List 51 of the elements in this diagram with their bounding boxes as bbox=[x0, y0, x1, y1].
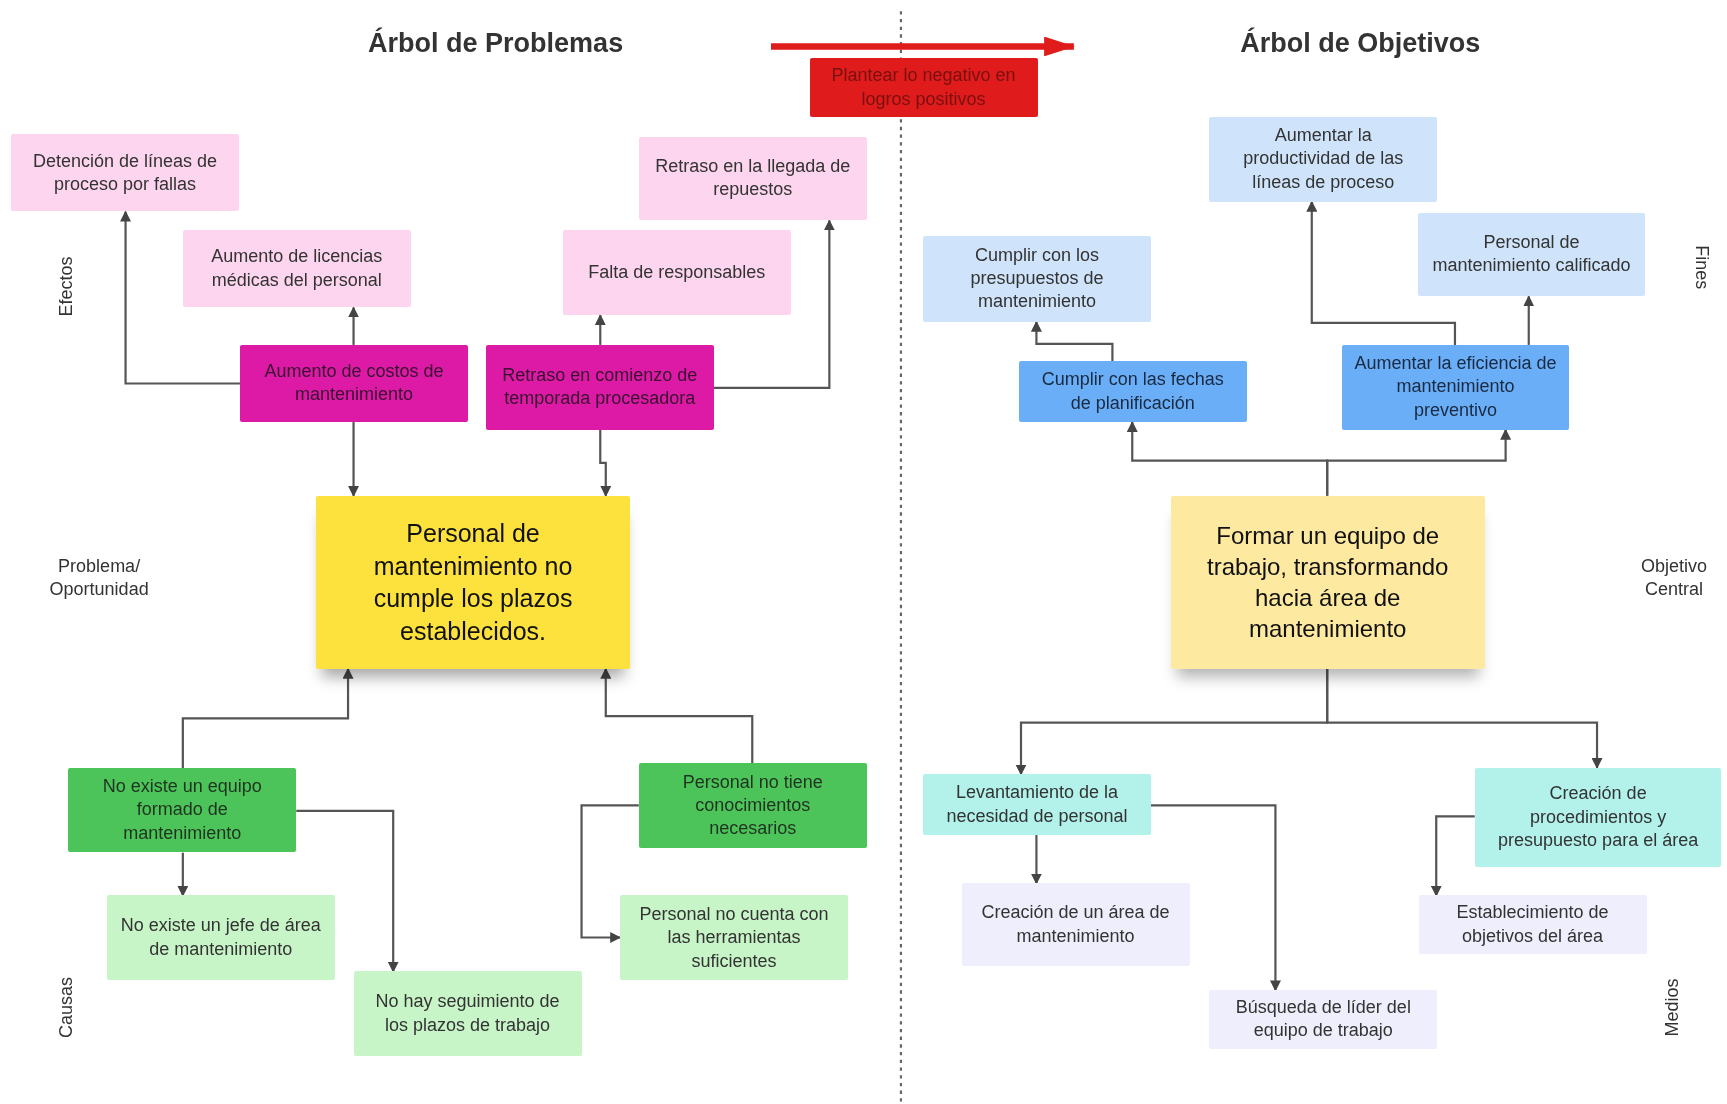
arrow bbox=[348, 422, 360, 497]
section-label: Objetivo Central bbox=[1640, 554, 1709, 602]
heading: Árbol de Problemas bbox=[367, 26, 625, 61]
arrow bbox=[1030, 320, 1114, 362]
arrow bbox=[600, 667, 754, 764]
arrow bbox=[177, 852, 189, 897]
text-box: Retraso en comienzo de temporada procesadora bbox=[485, 344, 714, 430]
text-box: No existe un equipo formado de mantenimiento bbox=[68, 767, 297, 853]
text-box: Aumento de licencias médicas del personal bbox=[182, 230, 411, 308]
arrow bbox=[181, 667, 354, 768]
text-box: Personal de mantenimiento calificado bbox=[1417, 212, 1646, 297]
text-box: Formar un equipo de trabajo, transformando hacia área de mantenimiento bbox=[1170, 495, 1485, 669]
text-box: Establecimiento de objetivos del área bbox=[1418, 895, 1647, 954]
text-box: No hay seguimiento de los plazos de trabajo bbox=[353, 971, 582, 1057]
arrow bbox=[599, 429, 612, 497]
text-box: Creación de un área de mantenimiento bbox=[961, 883, 1190, 966]
text-box: Personal no tiene conocimientos necesarios bbox=[638, 763, 867, 849]
text-box: Personal no cuenta con las herramientas suficientes bbox=[620, 895, 849, 981]
section-label: Fines bbox=[1691, 244, 1714, 292]
text-box: Plantear lo negativo en logros positivos bbox=[809, 58, 1038, 117]
text-box: Detención de líneas de proceso por fallas bbox=[11, 134, 239, 212]
text-box: Aumentar la productividad de las líneas de proceso bbox=[1209, 116, 1438, 202]
arrow bbox=[296, 809, 399, 973]
arrow bbox=[713, 219, 835, 389]
arrow bbox=[1150, 804, 1281, 992]
arrow bbox=[1326, 668, 1603, 769]
section-label: Efectos bbox=[54, 255, 77, 319]
text-box: Cumplir con los presupuestos de mantenimiento bbox=[922, 235, 1151, 322]
arrow bbox=[348, 306, 360, 345]
text-box: Levantamiento de la necesidad de personal bbox=[922, 774, 1151, 835]
arrow bbox=[1523, 295, 1535, 345]
text-box: Personal de mantenimiento no cumple los plazos establecidos. bbox=[316, 495, 630, 669]
arrow bbox=[594, 314, 606, 345]
text-box: Búsqueda de líder del equipo de trabajo bbox=[1209, 990, 1438, 1049]
text-box: Falta de responsables bbox=[562, 230, 791, 315]
text-box: No existe un jefe de área de mantenimiento bbox=[106, 895, 335, 981]
section-label: Problema/ Oportunidad bbox=[48, 554, 150, 602]
text-box: Retraso en la llegada de repuestos bbox=[638, 136, 867, 221]
text-box: Aumentar la eficiencia de mantenimiento preventivo bbox=[1341, 344, 1570, 430]
arrow bbox=[120, 210, 241, 385]
arrow bbox=[1030, 835, 1042, 885]
section-label: Medios bbox=[1660, 977, 1683, 1039]
text-box: Aumento de costos de mantenimiento bbox=[240, 344, 469, 422]
arrow bbox=[580, 804, 639, 943]
arrow bbox=[1430, 815, 1475, 897]
text-box: Creación de procedimientos y presupuesto para el área bbox=[1474, 767, 1722, 867]
section-label: Causas bbox=[54, 976, 77, 1041]
text-box: Cumplir con las fechas de planificación bbox=[1018, 361, 1247, 422]
arrow bbox=[1306, 200, 1457, 345]
arrow bbox=[1326, 428, 1512, 496]
heading: Árbol de Objetivos bbox=[1239, 26, 1482, 61]
